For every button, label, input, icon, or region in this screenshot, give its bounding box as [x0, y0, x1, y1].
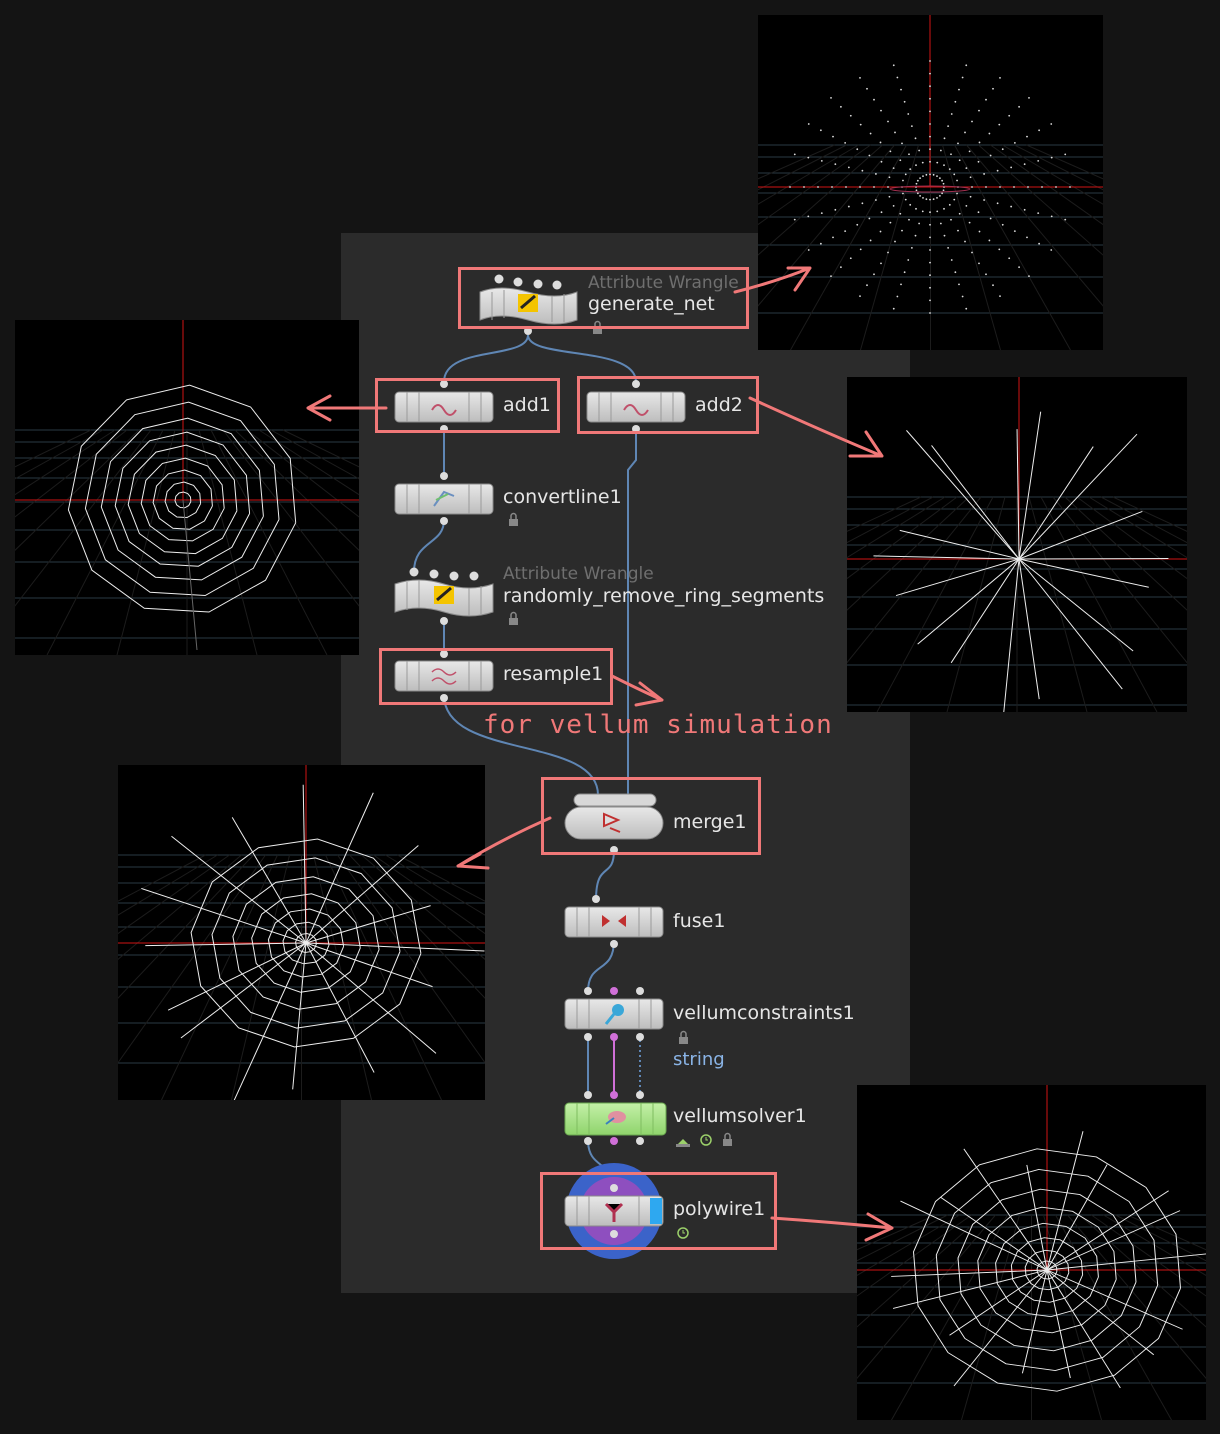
wire-generate-add2 — [527, 334, 637, 383]
highlight-polywire1 — [540, 1172, 777, 1250]
viewport-polywire1 — [857, 1085, 1206, 1420]
annotation-text: for vellum simulation — [483, 710, 833, 740]
highlight-merge1 — [541, 777, 761, 855]
wires-vellum — [587, 1035, 641, 1095]
node-name-label: add2 — [695, 394, 743, 416]
node-vellumconstraints1[interactable] — [564, 987, 688, 1044]
highlight-add1 — [375, 378, 560, 433]
node-type-label: Attribute Wrangle — [588, 273, 739, 293]
lock-icon — [723, 1132, 732, 1146]
arrow-generate-to-viewport — [733, 266, 812, 294]
wire-resample-merge — [443, 694, 599, 796]
node-fuse1[interactable] — [564, 895, 664, 948]
resample-icon — [431, 668, 457, 685]
ground-grid — [847, 496, 1187, 712]
node-name-label: add1 — [503, 394, 551, 416]
node-polywire1[interactable] — [564, 1163, 689, 1259]
web-rings — [190, 838, 422, 1048]
highlight-resample1 — [379, 648, 613, 705]
wires — [413, 334, 637, 1191]
node-name-label: convertline1 — [503, 486, 622, 508]
node-group-tag: string — [673, 1049, 725, 1070]
polywire-icon — [604, 1202, 624, 1222]
node-name-label: resample1 — [503, 663, 604, 685]
arrow-polywire-to-viewport — [770, 1212, 894, 1242]
wire-fuse-vellumconstraints — [587, 939, 615, 993]
node-name-label: randomly_remove_ring_segments — [503, 585, 825, 607]
arrow-resample-to-annotation — [610, 674, 664, 707]
ground-grid — [15, 429, 359, 655]
viewport-merge1 — [118, 765, 485, 1100]
fuse-icon — [602, 915, 626, 927]
add-curve-icon — [623, 404, 649, 416]
viewport-generate-net — [758, 15, 1103, 350]
arrow-add1-to-viewport — [306, 394, 388, 422]
web-spokes — [141, 784, 485, 1100]
add-curve-icon — [431, 404, 457, 416]
lock-icon — [679, 1030, 688, 1044]
node-convertline1[interactable] — [394, 472, 518, 526]
clock-icon — [700, 1134, 712, 1146]
node-add1[interactable] — [394, 380, 494, 433]
wire-convertline-wrangle — [413, 519, 445, 573]
ground-grid — [118, 854, 485, 1100]
ground-grid — [857, 1214, 1206, 1420]
cache-icon — [676, 1139, 690, 1147]
viewport-add1 — [15, 320, 359, 655]
node-generate-net[interactable] — [479, 274, 602, 336]
node-name-label: merge1 — [673, 811, 747, 833]
node-randomly-remove-ring-segments[interactable] — [394, 567, 518, 626]
viewport-add2 — [847, 377, 1187, 712]
wire-generate-add1 — [443, 334, 529, 383]
node-type-label: Attribute Wrangle — [503, 564, 654, 584]
node-resample1[interactable] — [394, 650, 494, 702]
ring-polygons — [67, 384, 297, 613]
arrow-merge-to-viewport — [456, 816, 552, 870]
convertline-icon — [433, 490, 455, 507]
pivot-ring — [889, 185, 971, 193]
node-name-label: vellumsolver1 — [673, 1105, 807, 1127]
node-name-label: polywire1 — [673, 1198, 766, 1220]
lock-icon — [593, 320, 602, 334]
solver-icon — [605, 1111, 626, 1125]
lock-icon — [509, 512, 518, 526]
wrangle-icon — [518, 294, 538, 312]
annotation-arrows — [306, 266, 894, 1242]
wire-add2-merge — [627, 430, 637, 795]
node-vellumsolver1[interactable] — [564, 1091, 732, 1147]
node-name-label: generate_net — [588, 293, 715, 315]
web-spokes — [873, 411, 1169, 712]
merge-icon — [603, 812, 621, 833]
pin-icon — [604, 1004, 624, 1025]
arrow-add2-to-viewport — [748, 396, 884, 458]
wrangle-icon — [434, 586, 454, 604]
node-name-label: fuse1 — [673, 910, 726, 932]
highlight-generate-net — [458, 267, 749, 329]
node-name-label: vellumconstraints1 — [673, 1002, 855, 1024]
clock-icon — [677, 1227, 689, 1239]
wire-merge-fuse — [595, 849, 615, 901]
polywire-web — [891, 1131, 1206, 1392]
axis-z-line — [182, 499, 198, 651]
highlight-add2 — [577, 376, 759, 434]
node-merge1[interactable] — [564, 793, 664, 854]
web-rings — [912, 1148, 1181, 1392]
lock-icon — [509, 611, 518, 625]
point-cloud — [789, 60, 1071, 314]
